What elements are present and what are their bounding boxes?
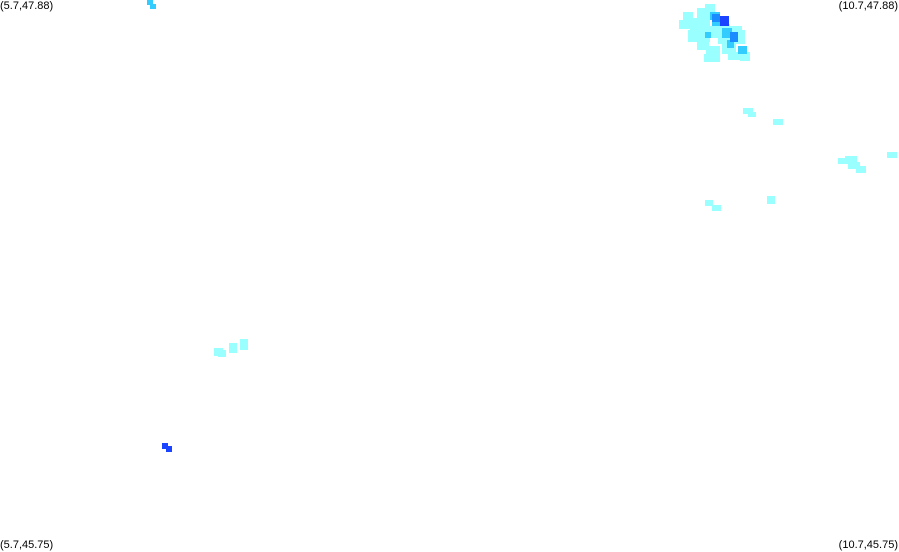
intensity-cell [679,20,691,29]
intensity-cell [767,196,775,204]
intensity-cell [848,162,860,169]
intensity-cell [740,52,750,61]
intensity-cell [718,34,730,44]
intensity-cell [730,32,738,42]
intensity-cell [720,16,729,26]
intensity-cell [697,40,709,50]
intensity-cell [162,443,168,449]
intensity-cell [706,46,720,56]
intensity-cell [743,108,753,114]
intensity-cell [722,44,736,54]
intensity-cell [683,12,693,20]
intensity-cell [697,8,711,18]
intensity-cell [727,40,734,48]
intensity-cell [150,4,156,9]
intensity-cell [748,112,756,117]
corner-label-bottom-right: (10.7,45.75) [838,539,898,551]
corner-label-top-right: (10.7,47.88) [838,0,898,12]
intensity-cell [845,156,857,164]
intensity-cell [722,28,732,38]
intensity-cell [166,446,172,452]
intensity-cell [856,166,866,173]
intensity-cell [240,339,248,350]
intensity-cells [147,0,897,452]
intensity-cell [218,350,226,357]
corner-label-bottom-left: (5.7,45.75) [0,539,54,551]
intensity-cell [705,4,715,12]
intensity-cell [728,52,740,60]
intensity-cell [712,14,720,22]
intensity-cell [773,119,783,125]
intensity-cell [712,20,722,26]
intensity-cell [229,343,237,353]
intensity-cell [147,0,153,5]
corner-label-top-left: (5.7,47.88) [0,0,54,12]
intensity-cell [735,30,745,44]
intensity-cell [705,200,713,206]
intensity-cell [738,46,747,54]
intensity-cell [704,54,720,62]
intensity-cell [887,152,897,158]
intensity-cell [838,158,848,164]
intensity-cell [726,26,742,36]
intensity-cell [705,32,711,38]
intensity-cell [712,205,721,211]
